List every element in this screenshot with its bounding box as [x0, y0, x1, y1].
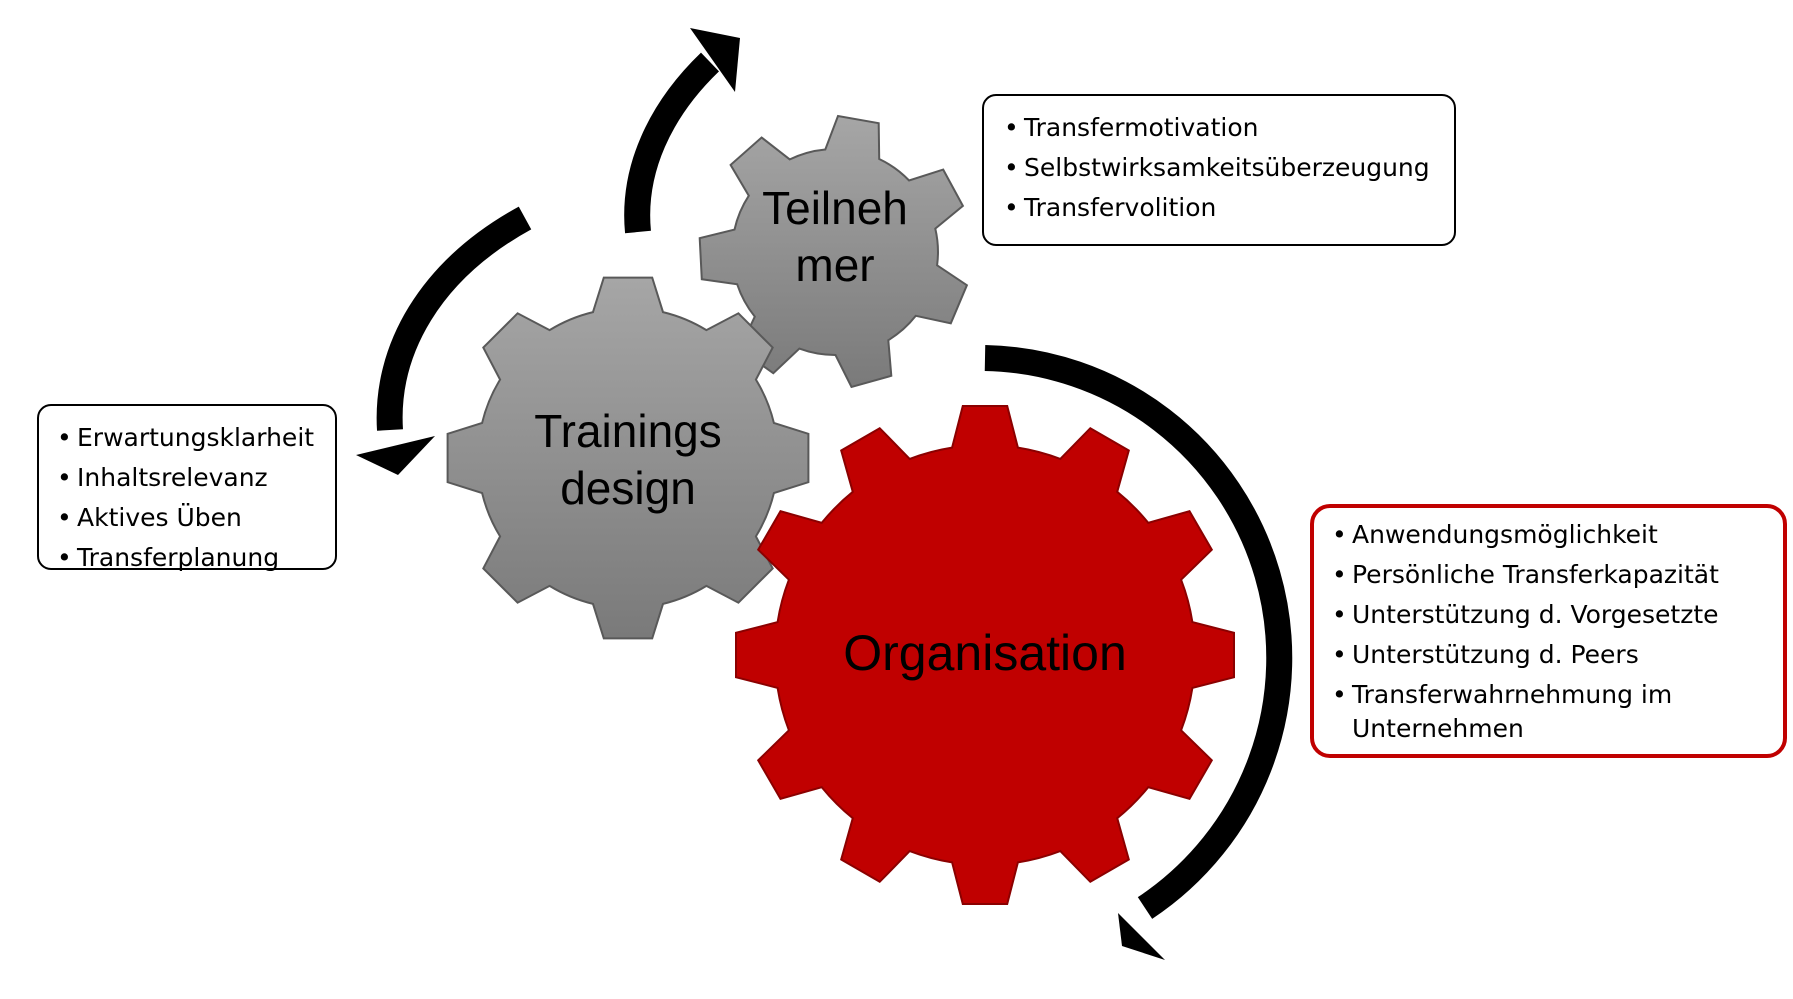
arrowhead-up — [690, 28, 740, 92]
factor-item: Persönliche Transferkapazität — [1328, 558, 1769, 592]
factor-item: Aktives Üben — [53, 498, 321, 538]
arrowhead-left — [356, 436, 435, 475]
factor-item: Transfervolition — [1000, 188, 1438, 228]
arrow-up-to-teilnehmer — [624, 52, 720, 234]
organisation-factors-list: Anwendungsmöglichkeit Persönliche Transf… — [1328, 518, 1769, 746]
factor-item: Unterstützung d. Vorgesetzte — [1328, 598, 1769, 632]
organisation-factors-box: Anwendungsmöglichkeit Persönliche Transf… — [1310, 504, 1787, 758]
gear-teilnehmer — [698, 114, 969, 389]
factor-item: Anwendungsmöglichkeit — [1328, 518, 1769, 552]
factor-item: Transfermotivation — [1000, 108, 1438, 148]
trainingsdesign-factors-list: Erwartungsklarheit Inhaltsrelevanz Aktiv… — [53, 418, 321, 578]
trainingsdesign-factors-box: Erwartungsklarheit Inhaltsrelevanz Aktiv… — [37, 404, 337, 578]
gear-teilnehmer-label-line1: Teilneh — [762, 182, 908, 234]
gear-organisation-label: Organisation — [843, 625, 1127, 681]
teilnehmer-factors-box: Transfermotivation Selbstwirksamkeitsübe… — [982, 94, 1456, 246]
gear-organisation — [735, 405, 1235, 905]
factor-item: Unterstützung d. Peers — [1328, 638, 1769, 672]
factor-item: Transferplanung — [53, 538, 321, 578]
gear-trainingsdesign-label-line2: design — [560, 462, 696, 514]
factor-item: Selbstwirksamkeitsüberzeugung — [1000, 148, 1438, 188]
factor-item: Inhaltsrelevanz — [53, 458, 321, 498]
gear-trainingsdesign-label-line1: Trainings — [534, 405, 721, 457]
cycle-arrows — [356, 28, 1293, 960]
teilnehmer-factors-list: Transfermotivation Selbstwirksamkeitsübe… — [1000, 108, 1438, 228]
arrow-around-organisation — [984, 345, 1293, 919]
arrowhead-bottom — [1118, 913, 1165, 960]
factor-item: Transferwahrnehmung im Unternehmen — [1328, 678, 1769, 746]
arrow-down-to-trainingsdesign — [376, 206, 532, 431]
factor-item: Erwartungsklarheit — [53, 418, 321, 458]
gear-teilnehmer-label-line2: mer — [795, 239, 874, 291]
gear-trainingsdesign — [446, 276, 810, 640]
